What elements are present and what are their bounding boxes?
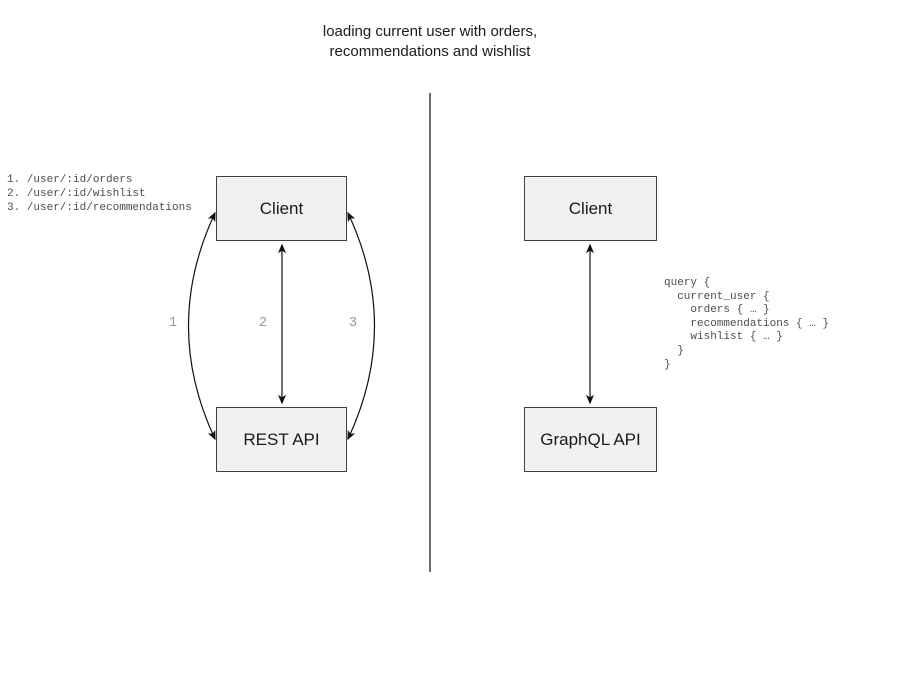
graphql-query-code: query { current_user { orders { … } reco… (664, 277, 830, 371)
diagram-title: loading current user with orders, recomm… (322, 23, 538, 60)
rest-endpoint-list: 1. /user/:id/orders 2. /user/:id/wishlis… (7, 174, 192, 214)
rest-arrow-label-2: 2 (258, 315, 268, 331)
rest-api-box: REST API (216, 407, 347, 472)
rest-arrow-label-3: 3 (348, 315, 358, 331)
graphql-api-box: GraphQL API (524, 407, 657, 472)
vertical-divider (429, 93, 431, 572)
graphql-client-label: Client (568, 198, 613, 218)
rest-api-label: REST API (243, 429, 320, 449)
rest-client-box: Client (216, 176, 347, 241)
graphql-client-box: Client (524, 176, 657, 241)
rest-client-label: Client (259, 198, 304, 218)
graphql-api-label: GraphQL API (540, 429, 641, 449)
rest-curved-arrow-1-icon (187, 211, 216, 441)
rest-arrow-label-1: 1 (168, 315, 178, 331)
